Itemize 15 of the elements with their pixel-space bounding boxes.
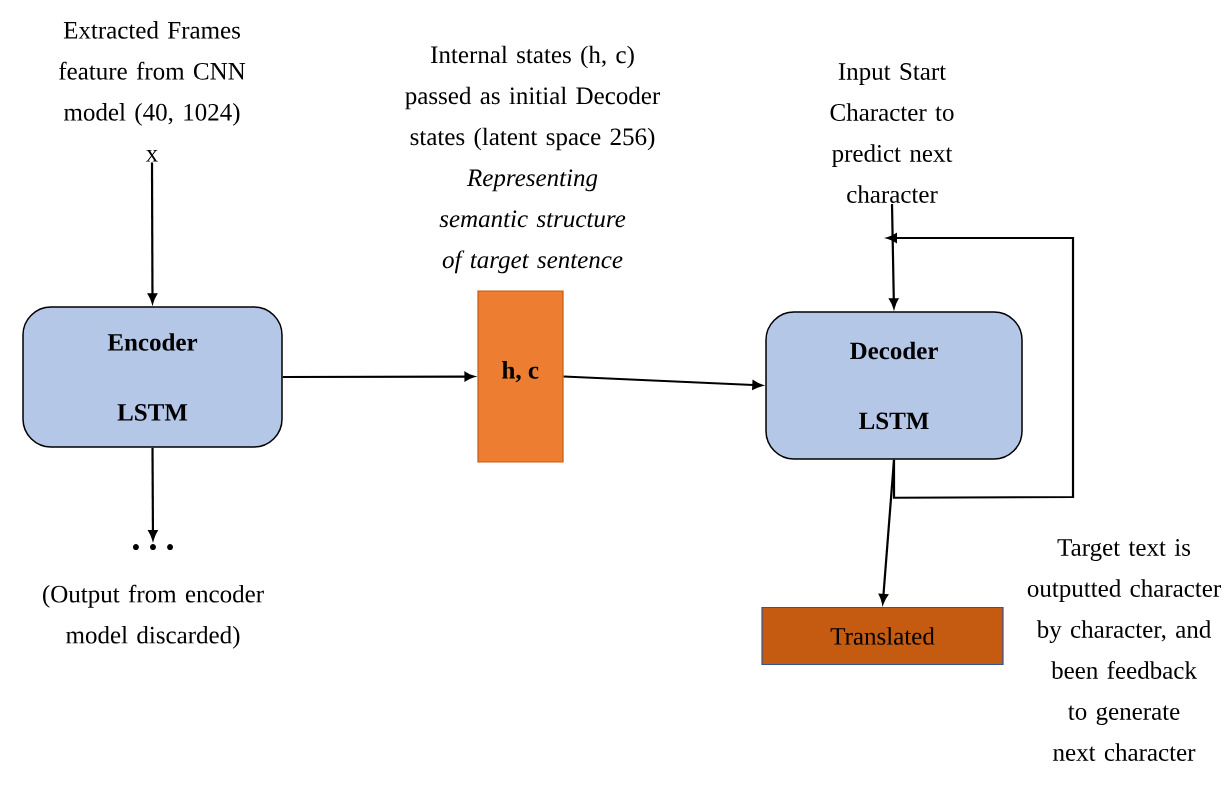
encoder-box: Encoder LSTM [22, 306, 283, 448]
caption-text: Internal states (h, c) passed as initial Decoder states (latent space 256) Representing semantic structure of target sentence [405, 45, 661, 274]
arrow [889, 203, 899, 309]
decoder-box: Decoder LSTM [765, 311, 1023, 460]
arrow [147, 162, 157, 304]
state-box: h, c [477, 290, 564, 463]
output-text: • • • (Output from encoder model discarded) [43, 544, 264, 649]
arrow [282, 371, 475, 382]
input-text: Input Start Character to predict next character [830, 63, 954, 203]
output-box: Translated [761, 606, 1004, 666]
feedback-arrow [886, 233, 1075, 499]
input-text: Extracted Frames feature from CNN model (40, 1024) x [59, 21, 246, 162]
arrow [563, 375, 763, 390]
arrow [148, 447, 158, 541]
note-text: Target text is outputted character by character, and been feedback to generate next character [1027, 539, 1221, 761]
